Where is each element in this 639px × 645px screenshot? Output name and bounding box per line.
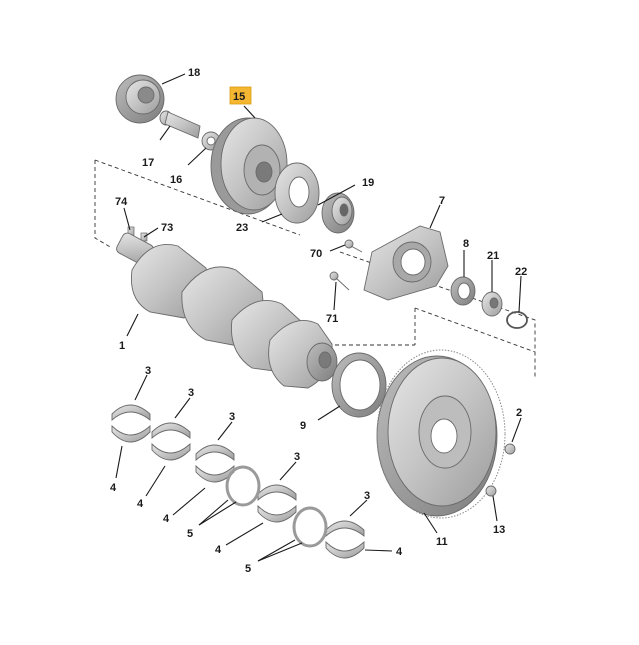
callout-18[interactable]: 18 [188, 67, 200, 79]
part-15-pulley [210, 117, 288, 215]
callout-7[interactable]: 7 [439, 195, 445, 207]
assembly-outline [94, 159, 536, 378]
callout-73[interactable]: 73 [161, 222, 173, 234]
callout-74[interactable]: 74 [115, 196, 128, 208]
callout-19[interactable]: 19 [362, 177, 374, 189]
part-17-bolt [159, 110, 201, 139]
callout-15-highlight [229, 86, 252, 105]
callout-71[interactable]: 71 [326, 313, 338, 325]
part-21-sprocket [481, 291, 503, 317]
callout-4-b[interactable]: 4 [137, 498, 144, 510]
part-70-bolt [344, 239, 363, 253]
callout-70[interactable]: 70 [310, 248, 322, 260]
callout-3-b[interactable]: 3 [188, 387, 194, 399]
part-7-seal-housing [363, 225, 449, 301]
callout-4-d[interactable]: 4 [215, 544, 222, 556]
callout-15[interactable]: 15 [233, 91, 245, 103]
part-3-upper-bearing-shells [111, 404, 365, 538]
callout-17[interactable]: 17 [142, 157, 154, 169]
callout-4-e[interactable]: 4 [396, 546, 403, 558]
callout-9[interactable]: 9 [300, 420, 306, 432]
part-11-flywheel [376, 349, 506, 519]
callout-5-a[interactable]: 5 [187, 528, 193, 540]
part-5-thrust-washers [225, 465, 328, 548]
callout-4-a[interactable]: 4 [110, 482, 117, 494]
leader-lines [115, 73, 522, 562]
part-4-lower-bearing-shells [111, 424, 365, 559]
part-23-ring [274, 162, 320, 224]
callout-22[interactable]: 22 [515, 266, 527, 278]
callout-1[interactable]: 1 [119, 340, 125, 352]
part-1-crankshaft [116, 232, 338, 389]
callout-16[interactable]: 16 [170, 174, 182, 186]
part-13-bolt [485, 485, 497, 497]
part-9-rear-seal [331, 352, 387, 418]
callout-3-d[interactable]: 3 [294, 451, 300, 463]
part-2-bolt [504, 443, 516, 455]
callout-3-a[interactable]: 3 [145, 365, 151, 377]
callout-5-b[interactable]: 5 [245, 563, 251, 575]
part-19-sprocket [321, 192, 355, 234]
callout-2[interactable]: 2 [516, 407, 522, 419]
callout-3-e[interactable]: 3 [364, 490, 370, 502]
callout-13[interactable]: 13 [493, 524, 505, 536]
callout-4-c[interactable]: 4 [163, 513, 170, 525]
callout-23[interactable]: 23 [236, 222, 248, 234]
callout-11[interactable]: 11 [436, 536, 448, 548]
callout-3-c[interactable]: 3 [229, 411, 235, 423]
part-22-circlip [506, 311, 528, 329]
part-18-seal [115, 74, 165, 124]
callout-8[interactable]: 8 [463, 238, 469, 250]
part-71-bolt [329, 271, 350, 291]
part-8-oil-seal [450, 276, 476, 306]
callout-21[interactable]: 21 [487, 250, 499, 262]
